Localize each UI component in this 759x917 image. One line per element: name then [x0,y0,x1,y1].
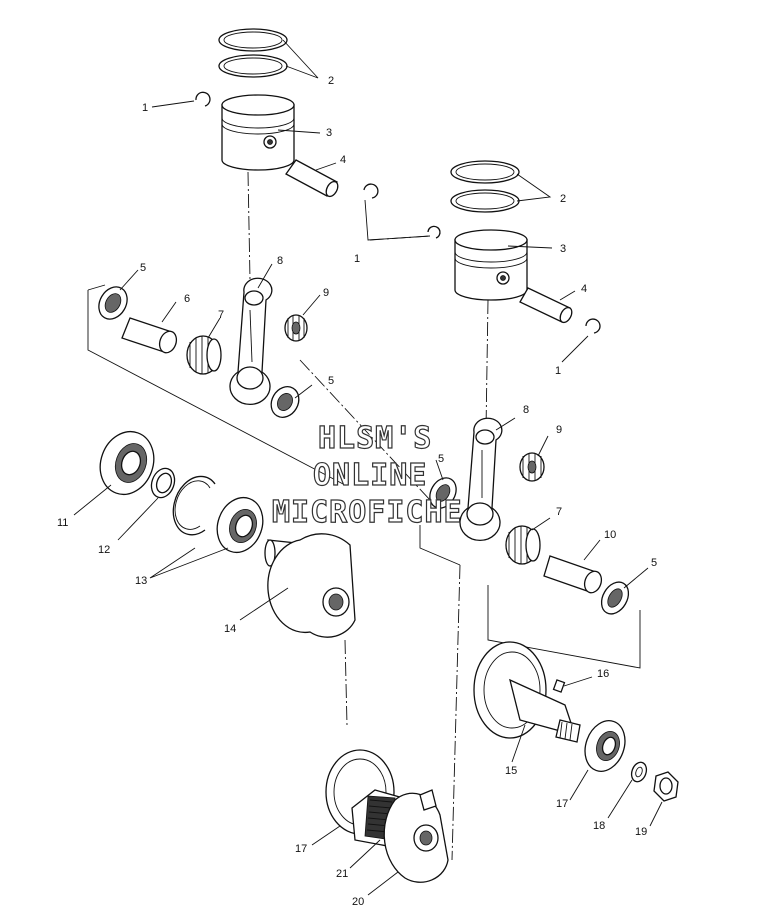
circlip-right-lower [585,318,601,334]
woodruff-key [552,679,566,693]
callout-5: 5 [651,557,657,569]
thrust-washer-right-bottom [600,581,630,615]
callout-17: 17 [556,798,568,810]
callout-3: 3 [326,127,332,139]
piston-upper-left [221,94,295,171]
callout-leader-lines [73,39,663,896]
callout-5: 5 [140,262,146,274]
needle-bearing-big-end-left [186,335,222,375]
needle-bearing-small-end-left [284,314,308,342]
piston-rings-right [450,160,520,213]
callout-1: 1 [142,102,148,114]
callout-2: 2 [560,193,566,205]
callout-10: 10 [604,529,616,541]
crankshaft-half-left [264,533,356,638]
callout-15: 15 [505,765,517,777]
callout-1: 1 [555,365,561,377]
thrust-washer-left-mid [270,386,300,418]
callout-3: 3 [560,243,566,255]
piston-rings-upper-left [218,28,288,78]
crank-pin-right [543,555,603,594]
callout-19: 19 [635,826,647,838]
callout-7: 7 [218,309,224,321]
snap-ring-left-small [150,467,176,499]
callout-1: 1 [354,253,360,265]
callout-12: 12 [98,544,110,556]
callout-11: 11 [57,517,68,529]
thrust-washer-right-top [429,477,457,509]
needle-bearing-small-end-right [519,452,545,482]
callout-13: 13 [135,575,147,587]
main-bearing-left-inner [216,496,264,554]
callout-labels: 1 2 3 4 2 1 3 4 1 5 6 7 8 9 5 5 8 9 7 10… [57,75,657,908]
crankshaft-assembly-complete [325,749,449,883]
watermark-line-3: MICROFICHE [272,495,463,530]
piston-pin-right [519,287,573,324]
crankshaft-nut [653,771,679,802]
callout-14: 14 [224,623,236,635]
callout-8: 8 [523,404,529,416]
callout-18: 18 [593,820,605,832]
watermark-line-2: ONLINE [313,458,427,493]
piston-pin-upper-left [285,159,339,198]
callout-2: 2 [328,75,334,87]
callout-20: 20 [352,896,364,908]
callout-7: 7 [556,506,562,518]
piston-right [454,229,528,301]
watermark-line-1: HLSM'S [318,421,432,456]
watermark: HLSM'S ONLINE MICROFICHE [271,420,463,530]
callout-5: 5 [328,375,334,387]
callout-6: 6 [184,293,190,305]
crank-pin-left [121,317,178,354]
retaining-ring-left [172,475,216,536]
circlip-right-upper [427,225,441,239]
callout-9: 9 [323,287,329,299]
circlip-upper-left [195,91,211,107]
thrust-washer-left-top [98,286,128,320]
callout-9: 9 [556,424,562,436]
lock-washer [630,761,648,783]
callout-21: 21 [336,868,348,880]
assembly-bracket-lines [87,284,641,669]
callout-5: 5 [438,453,444,465]
connecting-rod-right [459,417,503,541]
assembly-center-lines [247,171,489,861]
main-bearing-right [584,720,626,772]
callout-4: 4 [340,154,346,166]
main-bearing-left-outer [99,430,155,496]
needle-bearing-big-end-right [505,525,541,565]
circlip-upper-right-of-pin [363,183,379,199]
connecting-rod-left [229,277,273,405]
callout-8: 8 [277,255,283,267]
callout-4: 4 [581,283,587,295]
callout-17: 17 [295,843,307,855]
callout-16: 16 [597,668,609,680]
crankshaft-half-right [473,641,581,743]
